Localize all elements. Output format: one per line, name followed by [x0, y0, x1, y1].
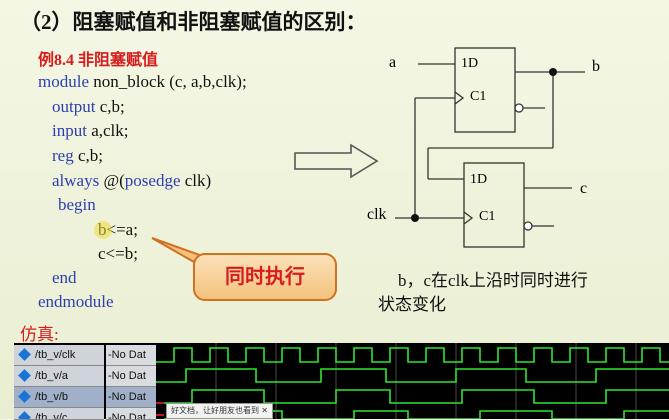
- code-line-endmodule: endmodule: [38, 292, 114, 312]
- code-line-output: output c,b;: [52, 97, 125, 117]
- code-text: clk): [180, 171, 212, 190]
- code-keyword: end: [52, 268, 77, 287]
- flipflop-1-box: [454, 47, 516, 133]
- signal-b-label: b: [592, 58, 600, 75]
- code-line-reg: reg c,b;: [52, 146, 103, 166]
- code-keyword: always: [52, 171, 100, 190]
- code-text: c,b;: [73, 146, 103, 165]
- callout-simultaneous: 同时执行: [193, 253, 337, 301]
- simulation-label: 仿真:: [20, 325, 59, 344]
- code-text: c,b;: [95, 97, 125, 116]
- close-icon[interactable]: ✕: [261, 406, 268, 415]
- example-label: 例8.4 非阻塞赋值: [38, 52, 159, 69]
- code-keyword: reg: [52, 146, 74, 165]
- code-line-begin: begin: [58, 195, 96, 215]
- a-trace: [156, 368, 669, 383]
- signal-diamond-icon: [18, 348, 31, 361]
- code-keyword: endmodule: [38, 292, 114, 311]
- signal-row-a[interactable]: /tb_v/a: [14, 366, 104, 387]
- tooltip-text: 好文档，让好朋友也看到: [171, 406, 259, 415]
- code-keyword: input: [52, 121, 87, 140]
- code-line-end: end: [52, 268, 77, 288]
- flipflop-2-box: [463, 162, 525, 248]
- signal-clk-label: clk: [367, 206, 387, 223]
- signal-name: /tb_v/c: [35, 412, 68, 420]
- ff2-d-pin: 1D: [470, 172, 488, 187]
- signal-value: -No Dat: [106, 408, 156, 420]
- code-text: non_block (c, a,b,clk);: [89, 72, 247, 91]
- ff1-d-pin: 1D: [461, 56, 479, 71]
- code-keyword: posedge: [124, 171, 181, 190]
- slide-title: （2）阻塞赋值和非阻塞赋值的区别：: [20, 10, 367, 34]
- hollow-arrow-icon: [294, 143, 379, 179]
- code-line-input: input a,clk;: [52, 121, 129, 141]
- signal-value: -No Dat: [106, 387, 156, 408]
- signal-row-clk[interactable]: /tb_v/clk: [14, 345, 104, 366]
- waveform-viewer[interactable]: /tb_v/clk -No Dat /tb_v/a -No Dat /tb_v/…: [14, 343, 669, 420]
- signal-diamond-icon: [18, 390, 31, 403]
- signal-row-c[interactable]: /tb_v/c: [14, 408, 104, 420]
- clk-trace: [156, 347, 669, 363]
- signal-c-label: c: [580, 180, 588, 197]
- note-line-2: 状态变化: [378, 295, 446, 314]
- signal-diamond-icon: [18, 369, 31, 382]
- code-text: a,clk;: [86, 121, 129, 140]
- code-text: @(: [99, 171, 125, 190]
- signal-name: /tb_v/b: [35, 391, 69, 403]
- signal-row-b[interactable]: /tb_v/b: [14, 387, 104, 408]
- mouse-cursor-highlight: [94, 221, 112, 239]
- signal-a-label: a: [389, 54, 397, 71]
- ff2-c-pin: C1: [479, 209, 496, 224]
- flipflop-circuit-diagram: [395, 47, 585, 248]
- signal-value: -No Dat: [106, 345, 156, 366]
- code-keyword: begin: [58, 195, 96, 214]
- ff1-c-pin: C1: [470, 89, 487, 104]
- signal-value: -No Dat: [106, 366, 156, 387]
- share-tooltip[interactable]: 好文档，让好朋友也看到 ✕: [166, 403, 273, 419]
- b-trace: [164, 389, 669, 404]
- note-line-1: b，c在clk上沿时同时进行: [398, 271, 588, 290]
- signal-name: /tb_v/a: [35, 370, 69, 382]
- code-keyword: output: [52, 97, 96, 116]
- signal-name: /tb_v/clk: [35, 349, 76, 361]
- code-line-always: always @(posedge clk): [52, 171, 211, 191]
- code-keyword: module: [38, 72, 89, 91]
- code-line-c-assign: c<=b;: [98, 244, 138, 263]
- code-line-module: module non_block (c, a,b,clk);: [38, 72, 247, 92]
